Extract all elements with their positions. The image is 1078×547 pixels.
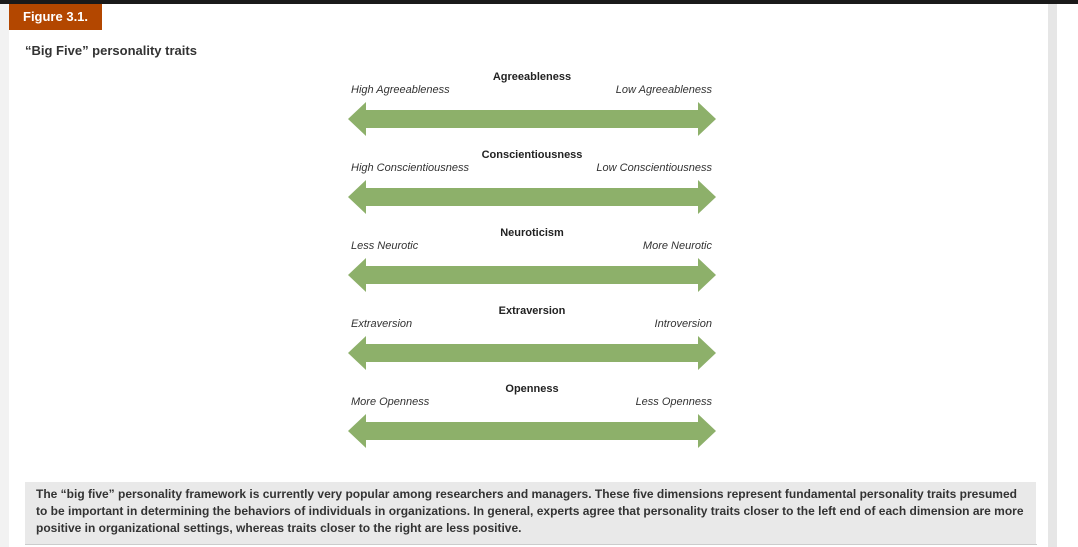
dimension-left-label: Extraversion	[351, 318, 413, 330]
dimension-left-label: More Openness	[351, 396, 430, 408]
dimension-title: Neuroticism	[500, 227, 564, 239]
right-edge	[1057, 4, 1078, 547]
dimension-right-label: Introversion	[654, 318, 712, 330]
figure-description: The “big five” personality framework is …	[25, 482, 1036, 544]
dimension-left-label: High Conscientiousness	[351, 162, 470, 174]
dimension-title: Conscientiousness	[481, 149, 583, 161]
bottom-divider	[25, 544, 1037, 545]
figure-title: “Big Five” personality traits	[25, 43, 197, 58]
double-arrow-icon	[348, 180, 716, 214]
double-arrow-icon	[348, 336, 716, 370]
right-scroll-rail[interactable]	[1048, 4, 1057, 547]
figure-label: Figure 3.1.	[9, 4, 103, 30]
dimension-left-label: High Agreeableness	[351, 84, 450, 96]
big-five-diagram: Agreeableness High Agreeableness Low Agr…	[340, 66, 730, 456]
double-arrow-icon	[348, 102, 716, 136]
top-border	[0, 0, 1078, 4]
dimension-right-label: Less Openness	[635, 396, 712, 408]
dimension-conscientiousness: Conscientiousness High Conscientiousness…	[340, 144, 730, 222]
dimension-openness: Openness More Openness Less Openness	[340, 378, 730, 456]
left-margin-bar	[0, 4, 9, 547]
dimension-title: Extraversion	[498, 305, 566, 317]
dimension-title: Agreeableness	[492, 71, 572, 83]
dimension-agreeableness: Agreeableness High Agreeableness Low Agr…	[340, 66, 730, 144]
dimension-left-label: Less Neurotic	[351, 240, 419, 252]
dimension-right-label: Low Agreeableness	[615, 84, 712, 96]
dimension-neuroticism: Neuroticism Less Neurotic More Neurotic	[340, 222, 730, 300]
dimension-right-label: Low Conscientiousness	[596, 162, 712, 174]
double-arrow-icon	[348, 258, 716, 292]
dimension-extraversion: Extraversion Extraversion Introversion	[340, 300, 730, 378]
dimension-title: Openness	[505, 383, 559, 395]
dimension-right-label: More Neurotic	[642, 240, 712, 252]
double-arrow-icon	[348, 414, 716, 448]
